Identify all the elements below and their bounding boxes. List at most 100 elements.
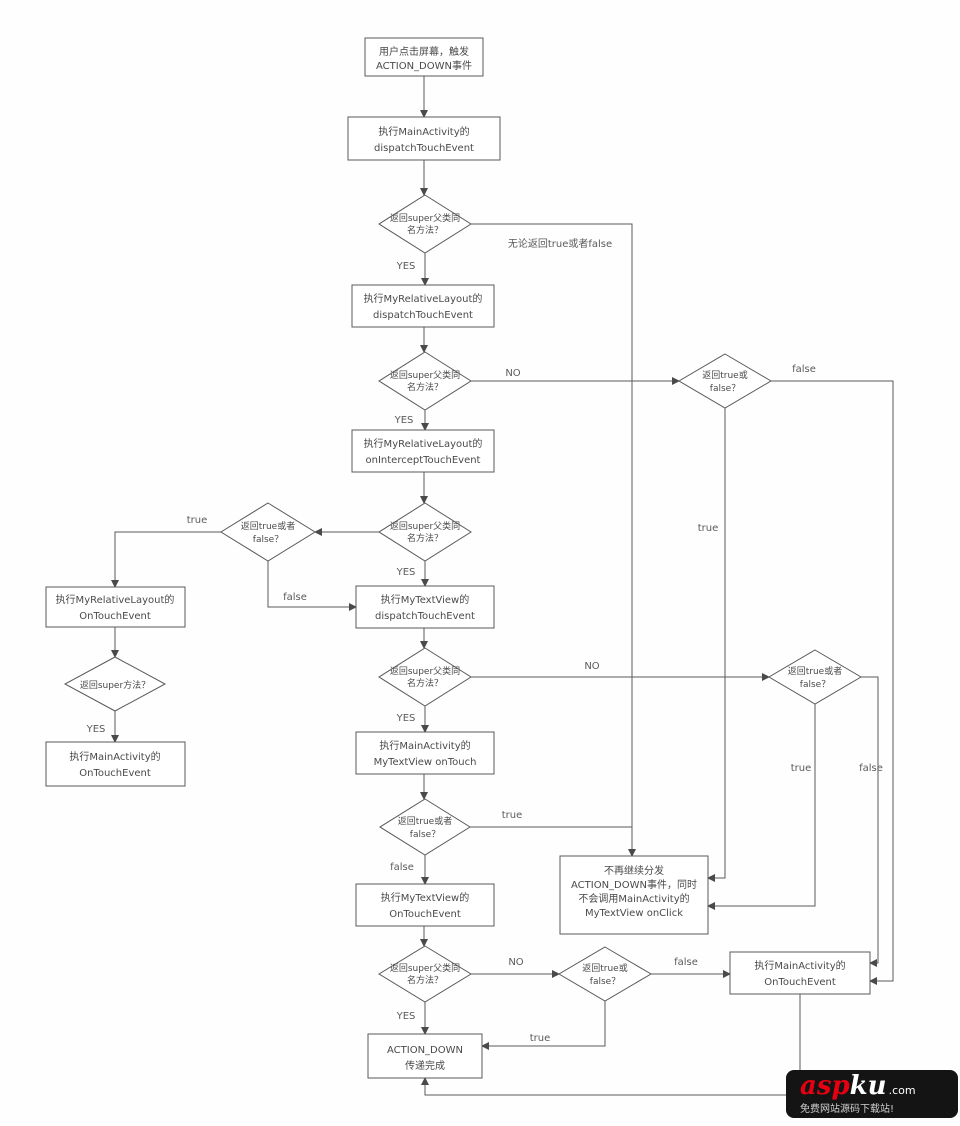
label-no-2: NO — [584, 661, 599, 672]
node-q-tf-r2-line2: false？ — [800, 680, 830, 690]
node-q-tf-r2-line1: 返回true或者 — [788, 665, 842, 677]
node-q-super-left-shape — [63, 656, 167, 712]
node-q-super-4-line1: 返回super父类同 — [390, 665, 460, 677]
edge-main-ontouch-right-to-action-done — [421, 994, 801, 1096]
node-main-tv-ontouch-line2: MyTextView onTouch — [374, 757, 477, 768]
edge-qtf-r1-true-to-no-dispatch — [707, 408, 726, 882]
node-tv-dispatch: 执行MyTextView的 dispatchTouchEvent — [355, 585, 495, 629]
node-q-super-3-line1: 返回super父类同 — [390, 520, 460, 532]
node-q-tf-mid-line2: false？ — [410, 830, 440, 840]
node-q-super-4-shape — [378, 647, 472, 707]
node-q-super-3: 返回super父类同 名方法？ — [378, 502, 472, 562]
edge-qtf-bottom-true-to-action-done — [481, 1001, 606, 1050]
node-rl-intercept: 执行MyRelativeLayout的 onInterceptTouchEven… — [351, 429, 495, 473]
label-yes-1: YES — [396, 261, 416, 272]
node-q-super-4: 返回super父类同 名方法？ — [378, 647, 472, 707]
node-main-ontouch-right-box — [729, 951, 871, 995]
node-q-super-3-shape — [378, 502, 472, 562]
node-q-super-4-line2: 名方法？ — [407, 677, 443, 689]
node-rl-dispatch-line2: dispatchTouchEvent — [373, 310, 473, 321]
edge-qtf-left-true-to-rl-ontouch — [111, 531, 221, 588]
node-q-tf-mid-line1: 返回true或者 — [398, 815, 452, 827]
node-main-dispatch: 执行MainActivity的 dispatchTouchEvent — [347, 116, 501, 161]
node-q-tf-left-line1: 返回true或者 — [241, 520, 295, 532]
node-main-ontouch-left-line1: 执行MainActivity的 — [69, 750, 160, 763]
node-q-super-5-shape — [378, 945, 472, 1003]
node-no-dispatch: 不再继续分发 ACTION_DOWN事件，同时 不会调用MainActivity… — [559, 855, 709, 935]
node-q-super-2: 返回super父类同 名方法？ — [378, 351, 472, 411]
node-q-tf-r1: 返回true或 false？ — [678, 353, 772, 409]
node-q-super-2-shape — [378, 351, 472, 411]
node-q-tf-r1-shape — [678, 353, 772, 409]
node-q-tf-bottom: 返回true或 false？ — [558, 946, 652, 1002]
node-rl-ontouch-box — [45, 586, 186, 628]
node-rl-ontouch-line1: 执行MyRelativeLayout的 — [56, 593, 175, 606]
node-action-done: ACTION_DOWN 传递完成 — [367, 1033, 483, 1079]
label-true-left: true — [187, 515, 208, 526]
watermark-badge: aspku.com 免费网站源码下载站! — [786, 1070, 958, 1118]
label-yes-4: YES — [396, 713, 416, 724]
label-no-1: NO — [505, 368, 520, 379]
node-rl-intercept-box — [351, 429, 495, 473]
label-note-any: 无论返回true或者false — [508, 237, 612, 250]
node-start-line2: ACTION_DOWN事件 — [376, 59, 472, 72]
edge-qtf-r2-false-to-main-ontouch-right — [861, 676, 879, 967]
node-main-ontouch-left-line2: OnTouchEvent — [79, 768, 151, 779]
label-true-r2: true — [791, 763, 812, 774]
node-q-super-3-line2: 名方法？ — [407, 532, 443, 544]
edge-qtf-left-false-to-tv-dispatch — [267, 561, 357, 611]
node-rl-dispatch-box — [351, 284, 495, 328]
node-rl-intercept-line2: onInterceptTouchEvent — [366, 455, 481, 466]
node-action-done-box — [367, 1033, 483, 1079]
node-start: 用户点击屏幕，触发 ACTION_DOWN事件 — [364, 37, 484, 77]
node-q-tf-left-line2: false？ — [253, 535, 283, 545]
node-tv-dispatch-line2: dispatchTouchEvent — [375, 611, 475, 622]
node-q-tf-bottom-line2: false？ — [590, 977, 620, 987]
node-q-tf-r1-line2: false？ — [710, 384, 740, 394]
node-q-tf-bottom-line1: 返回true或 — [582, 962, 627, 974]
node-q-super-1-shape — [378, 194, 472, 254]
watermark-brand-asp: asp — [800, 1070, 850, 1101]
label-true-bottom: true — [530, 1033, 551, 1044]
node-no-dispatch-box — [559, 855, 709, 935]
node-main-dispatch-line2: dispatchTouchEvent — [374, 143, 474, 154]
node-tv-ontouch-line2: OnTouchEvent — [389, 909, 461, 920]
node-q-super-left-line1: 返回super方法？ — [80, 679, 150, 691]
node-rl-ontouch-line2: OnTouchEvent — [79, 611, 151, 622]
node-q-super-left: 返回super方法？ — [63, 656, 167, 712]
node-tv-ontouch-box — [355, 883, 495, 927]
node-tv-ontouch: 执行MyTextView的 OnTouchEvent — [355, 883, 495, 927]
node-tv-ontouch-line1: 执行MyTextView的 — [381, 891, 470, 904]
node-main-dispatch-box — [347, 116, 501, 161]
watermark-tagline: 免费网站源码下载站! — [800, 1103, 895, 1115]
node-tv-dispatch-box — [355, 585, 495, 629]
node-q-tf-bottom-shape — [558, 946, 652, 1002]
node-main-tv-ontouch-line1: 执行MainActivity的 — [379, 739, 470, 752]
node-start-line1: 用户点击屏幕，触发 — [379, 45, 469, 58]
node-no-dispatch-line2: ACTION_DOWN事件，同时 — [571, 878, 697, 891]
node-rl-intercept-line1: 执行MyRelativeLayout的 — [364, 437, 483, 450]
edge-q1-any-to-no-dispatch — [471, 223, 636, 857]
node-q-tf-r2: 返回true或者 false？ — [768, 649, 862, 705]
node-rl-dispatch-line1: 执行MyRelativeLayout的 — [364, 292, 483, 305]
node-main-ontouch-right-line2: OnTouchEvent — [764, 977, 836, 988]
node-rl-dispatch: 执行MyRelativeLayout的 dispatchTouchEvent — [351, 284, 495, 328]
node-q-tf-r2-shape — [768, 649, 862, 705]
node-q-super-1: 返回super父类同 名方法？ — [378, 194, 472, 254]
label-false-mid: false — [390, 862, 414, 873]
node-q-super-2-line1: 返回super父类同 — [390, 369, 460, 381]
node-q-tf-mid-shape — [379, 798, 471, 856]
node-action-done-line1: ACTION_DOWN — [387, 1045, 463, 1056]
node-no-dispatch-line1: 不再继续分发 — [604, 864, 664, 877]
node-no-dispatch-line3: 不会调用MainActivity的 — [578, 892, 689, 905]
node-main-dispatch-line1: 执行MainActivity的 — [378, 125, 469, 138]
node-q-super-2-line2: 名方法？ — [407, 381, 443, 393]
edge-qtf-r2-true-to-no-dispatch — [707, 704, 816, 910]
node-main-ontouch-right: 执行MainActivity的 OnTouchEvent — [729, 951, 871, 995]
watermark-brand-domain: .com — [888, 1083, 916, 1097]
node-q-tf-left: 返回true或者 false？ — [220, 502, 316, 562]
label-yes-5: YES — [396, 1011, 416, 1022]
node-q-super-1-line2: 名方法？ — [407, 224, 443, 236]
